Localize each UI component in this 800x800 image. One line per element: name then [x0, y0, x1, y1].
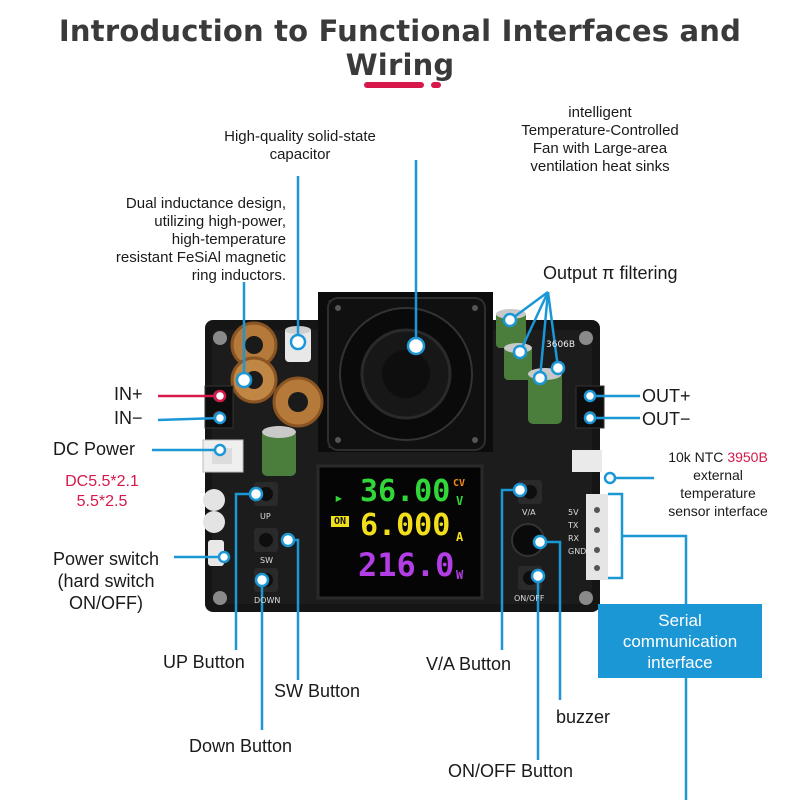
in-minus-label: IN−: [114, 408, 143, 428]
ntc-connector: [572, 450, 602, 472]
lcd-voltage-unit: V: [456, 494, 464, 508]
lcd-display: [316, 464, 484, 600]
out-minus-label: OUT−: [642, 409, 691, 429]
buzzer-label: buzzer: [556, 707, 611, 727]
in-plus-label: IN+: [114, 384, 143, 404]
lcd-power-unit: W: [456, 568, 464, 582]
title-accent-dot: [431, 82, 441, 88]
silk-sw: SW: [260, 556, 273, 565]
inductance-callout: Dual inductance design,utilizing high-po…: [115, 195, 286, 284]
silk-up: UP: [260, 512, 271, 521]
down-button-label: Down Button: [189, 736, 293, 756]
out-plus-label: OUT+: [642, 386, 691, 406]
lcd-power: 216.0: [358, 546, 455, 584]
lcd-current: 6.000: [360, 508, 451, 543]
silk-va: V/A: [522, 508, 536, 517]
callout-dots: [213, 312, 617, 588]
cooling-fan: [327, 297, 486, 451]
title-accent-bar: [364, 82, 424, 88]
lcd-voltage: 36.00: [360, 474, 451, 509]
silk-down: DOWN: [254, 596, 281, 605]
dc-power-label: DC Power: [53, 439, 136, 459]
serial-connector: [586, 494, 608, 580]
board-model: 3606B: [546, 340, 576, 350]
lcd-status-badge: ON: [331, 516, 350, 527]
onoff-button-label: ON/OFF Button: [448, 761, 574, 781]
lcd-current-unit: A: [456, 530, 464, 544]
lcd-mode: CV: [453, 478, 466, 489]
up-button-label: UP Button: [163, 652, 245, 672]
va-button-label: V/A Button: [426, 654, 512, 674]
silk-onoff: ON/OFF: [514, 594, 545, 603]
page-title: Introduction to Functional Interfaces an…: [58, 14, 742, 82]
output-filter-callout: Output π filtering: [543, 263, 678, 283]
callout-lines: [152, 160, 688, 800]
lcd-speaker-icon: ▸: [334, 488, 344, 507]
button-sw: [254, 528, 278, 552]
sw-button-label: SW Button: [274, 681, 361, 701]
input-capacitor: [262, 426, 296, 476]
